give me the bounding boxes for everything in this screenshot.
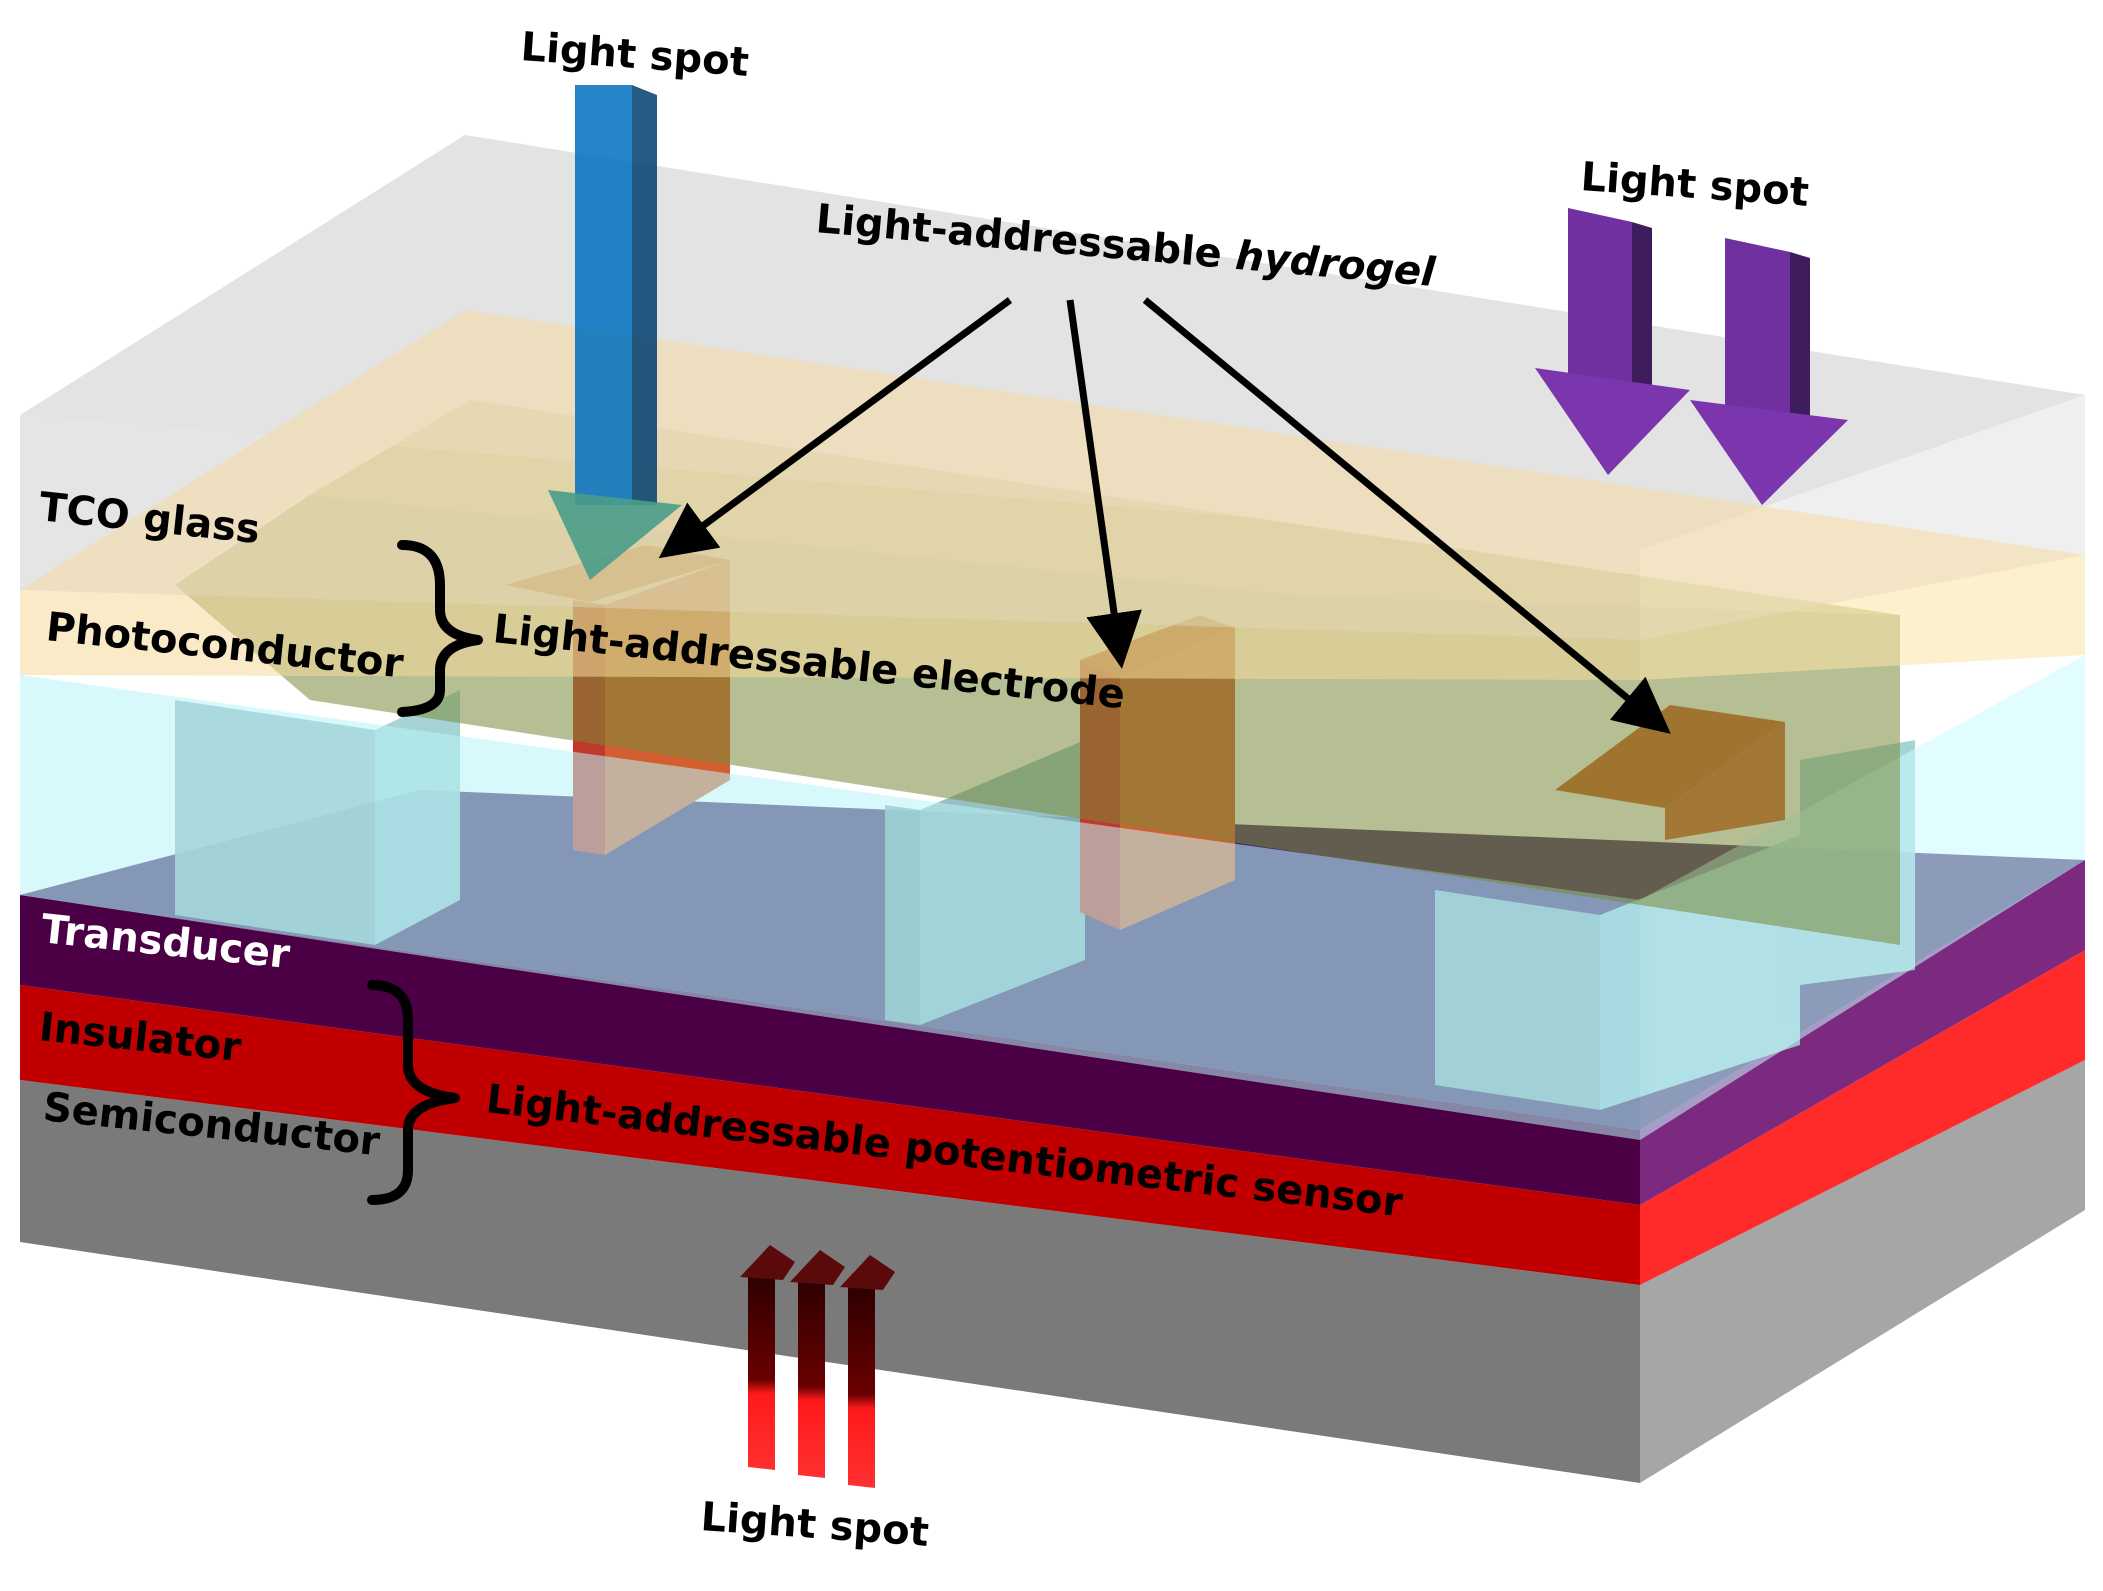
pointer-to-electrode-2 — [1066, 299, 1142, 669]
electrode-brace — [397, 540, 483, 717]
hydrogel-pointers — [658, 297, 1671, 734]
purple-arrow-2-side — [1790, 252, 1810, 428]
pointer-to-electrode-3 — [1142, 297, 1671, 734]
insulator-right-face — [1640, 950, 2085, 1285]
tco-right — [1640, 555, 2085, 680]
red-arrow-1-shaft — [748, 1270, 775, 1470]
blue-arrow-shaft-side — [632, 85, 657, 505]
photoconductor-front-face — [20, 675, 1640, 1140]
light-spot-label-top-left: Light spot — [519, 24, 750, 86]
purple-arrow-1-head — [1535, 368, 1690, 475]
blue-light-spot-arrow — [548, 85, 682, 580]
purple-arrow-1-side — [1632, 222, 1652, 398]
semiconductor-right-face — [1640, 1060, 2085, 1483]
purple-arrow-1-shaft — [1568, 208, 1632, 388]
braces — [367, 540, 483, 1205]
red-arrow-1-head — [740, 1245, 795, 1280]
red-arrow-2-shaft — [798, 1275, 825, 1478]
red-arrow-3-head — [840, 1255, 895, 1290]
pointer-to-electrode-1 — [658, 297, 1013, 559]
insulator-front-face — [20, 985, 1640, 1285]
light-spot-label-top-right: Light spot — [1579, 154, 1810, 216]
light-spot-label-bottom: Light spot — [699, 1494, 930, 1556]
blue-arrow-head — [548, 490, 682, 580]
red-arrow-3-shaft — [848, 1280, 875, 1488]
red-arrow-2-head — [790, 1250, 845, 1285]
tco-top — [20, 310, 2085, 640]
tco-glass-layer — [20, 135, 2085, 680]
purple-arrow-2-shaft — [1725, 238, 1790, 418]
sensor-brace — [367, 980, 460, 1205]
transducer-right-face — [1640, 860, 2085, 1205]
red-light-spot-arrows — [740, 1245, 895, 1488]
tco-front — [20, 590, 1640, 680]
purple-light-spot-arrows — [1535, 208, 1848, 505]
blue-arrow-shaft-front — [575, 85, 632, 505]
transducer-front-face — [20, 895, 1640, 1205]
purple-arrow-2-head — [1690, 400, 1848, 505]
